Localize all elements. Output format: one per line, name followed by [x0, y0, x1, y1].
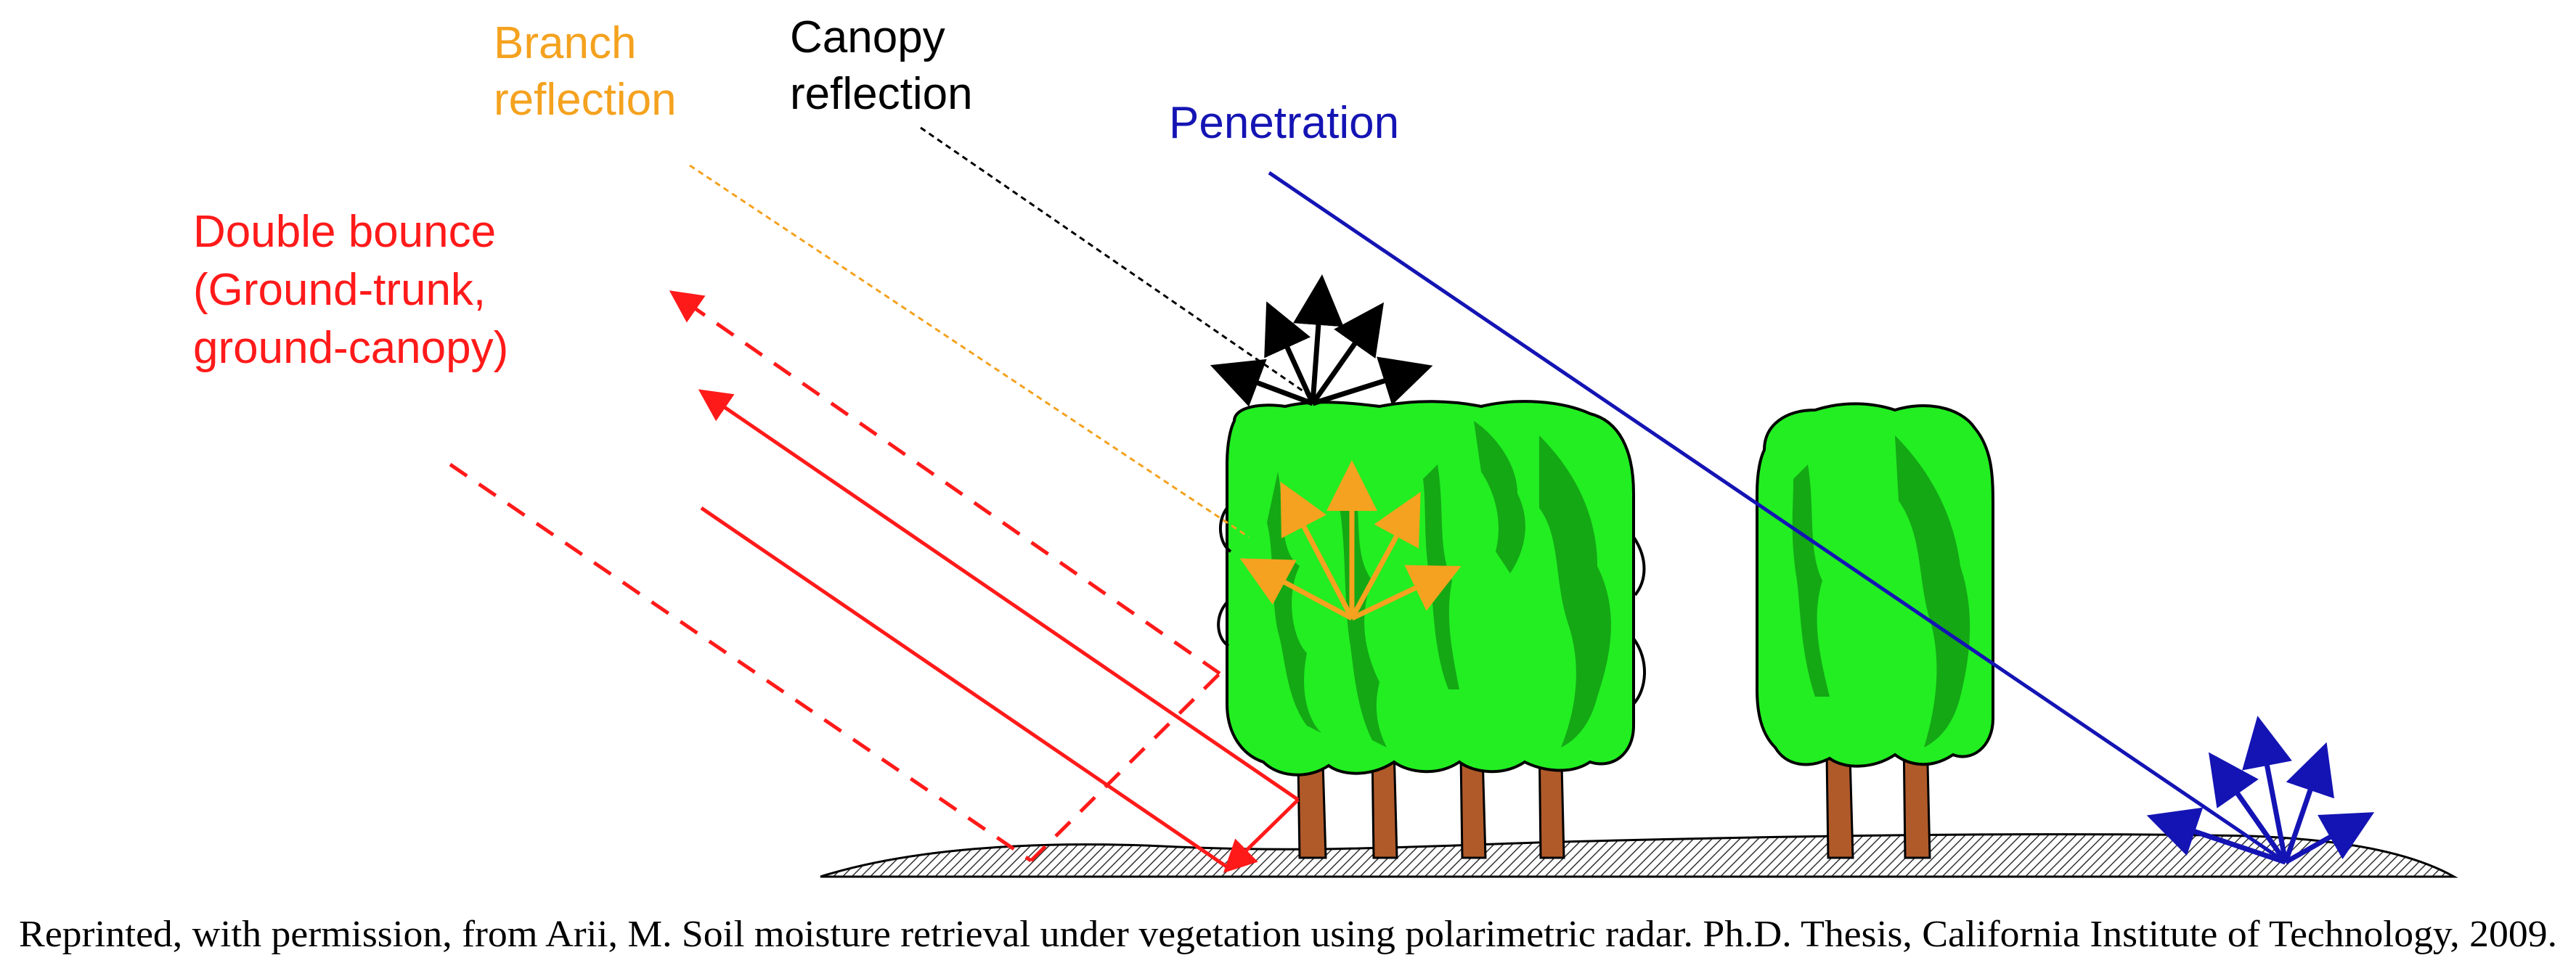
- canopy-scatter-arrows: [1210, 274, 1433, 407]
- ground-trunk-bounce: [1223, 798, 1300, 873]
- penetration-label: Penetration: [1169, 98, 1399, 148]
- figure-caption: Reprinted, with permission, from Arii, M…: [19, 914, 2557, 955]
- double-bounce-label-line2: (Ground-trunk,: [193, 265, 486, 315]
- canopy-reflection-label-line1: Canopy: [790, 12, 945, 62]
- branch-reflection-label-line1: Branch: [494, 18, 636, 68]
- double-bounce-label-line1: Double bounce: [193, 207, 496, 257]
- ground-scatter-arrows: [2146, 716, 2375, 865]
- double-bounce-label-line3: ground-canopy): [193, 323, 508, 373]
- ground-canopy-incident: [449, 462, 1032, 863]
- ground-canopy-return: [669, 290, 1221, 676]
- ground-trunk-return: [698, 389, 1300, 802]
- ground: [820, 833, 2458, 878]
- canopy-reflection-label-line2: reflection: [790, 69, 973, 119]
- penetration-ray: [1268, 171, 2287, 864]
- ground-trunk-incident: [700, 506, 1230, 870]
- tree-cluster-right: [1756, 402, 1994, 859]
- branch-scatter-arrows: [1239, 460, 1462, 621]
- branch-incident-ray: [689, 164, 1250, 538]
- ground-canopy-bounce: [1030, 672, 1221, 862]
- foliage-outline-bumps-left: [1217, 507, 1647, 705]
- double-bounce-rays: [449, 290, 1300, 873]
- canopy-incident-ray: [920, 126, 1313, 399]
- foliage-shading-right: [1792, 435, 1970, 747]
- branch-reflection-label-line2: reflection: [494, 75, 677, 125]
